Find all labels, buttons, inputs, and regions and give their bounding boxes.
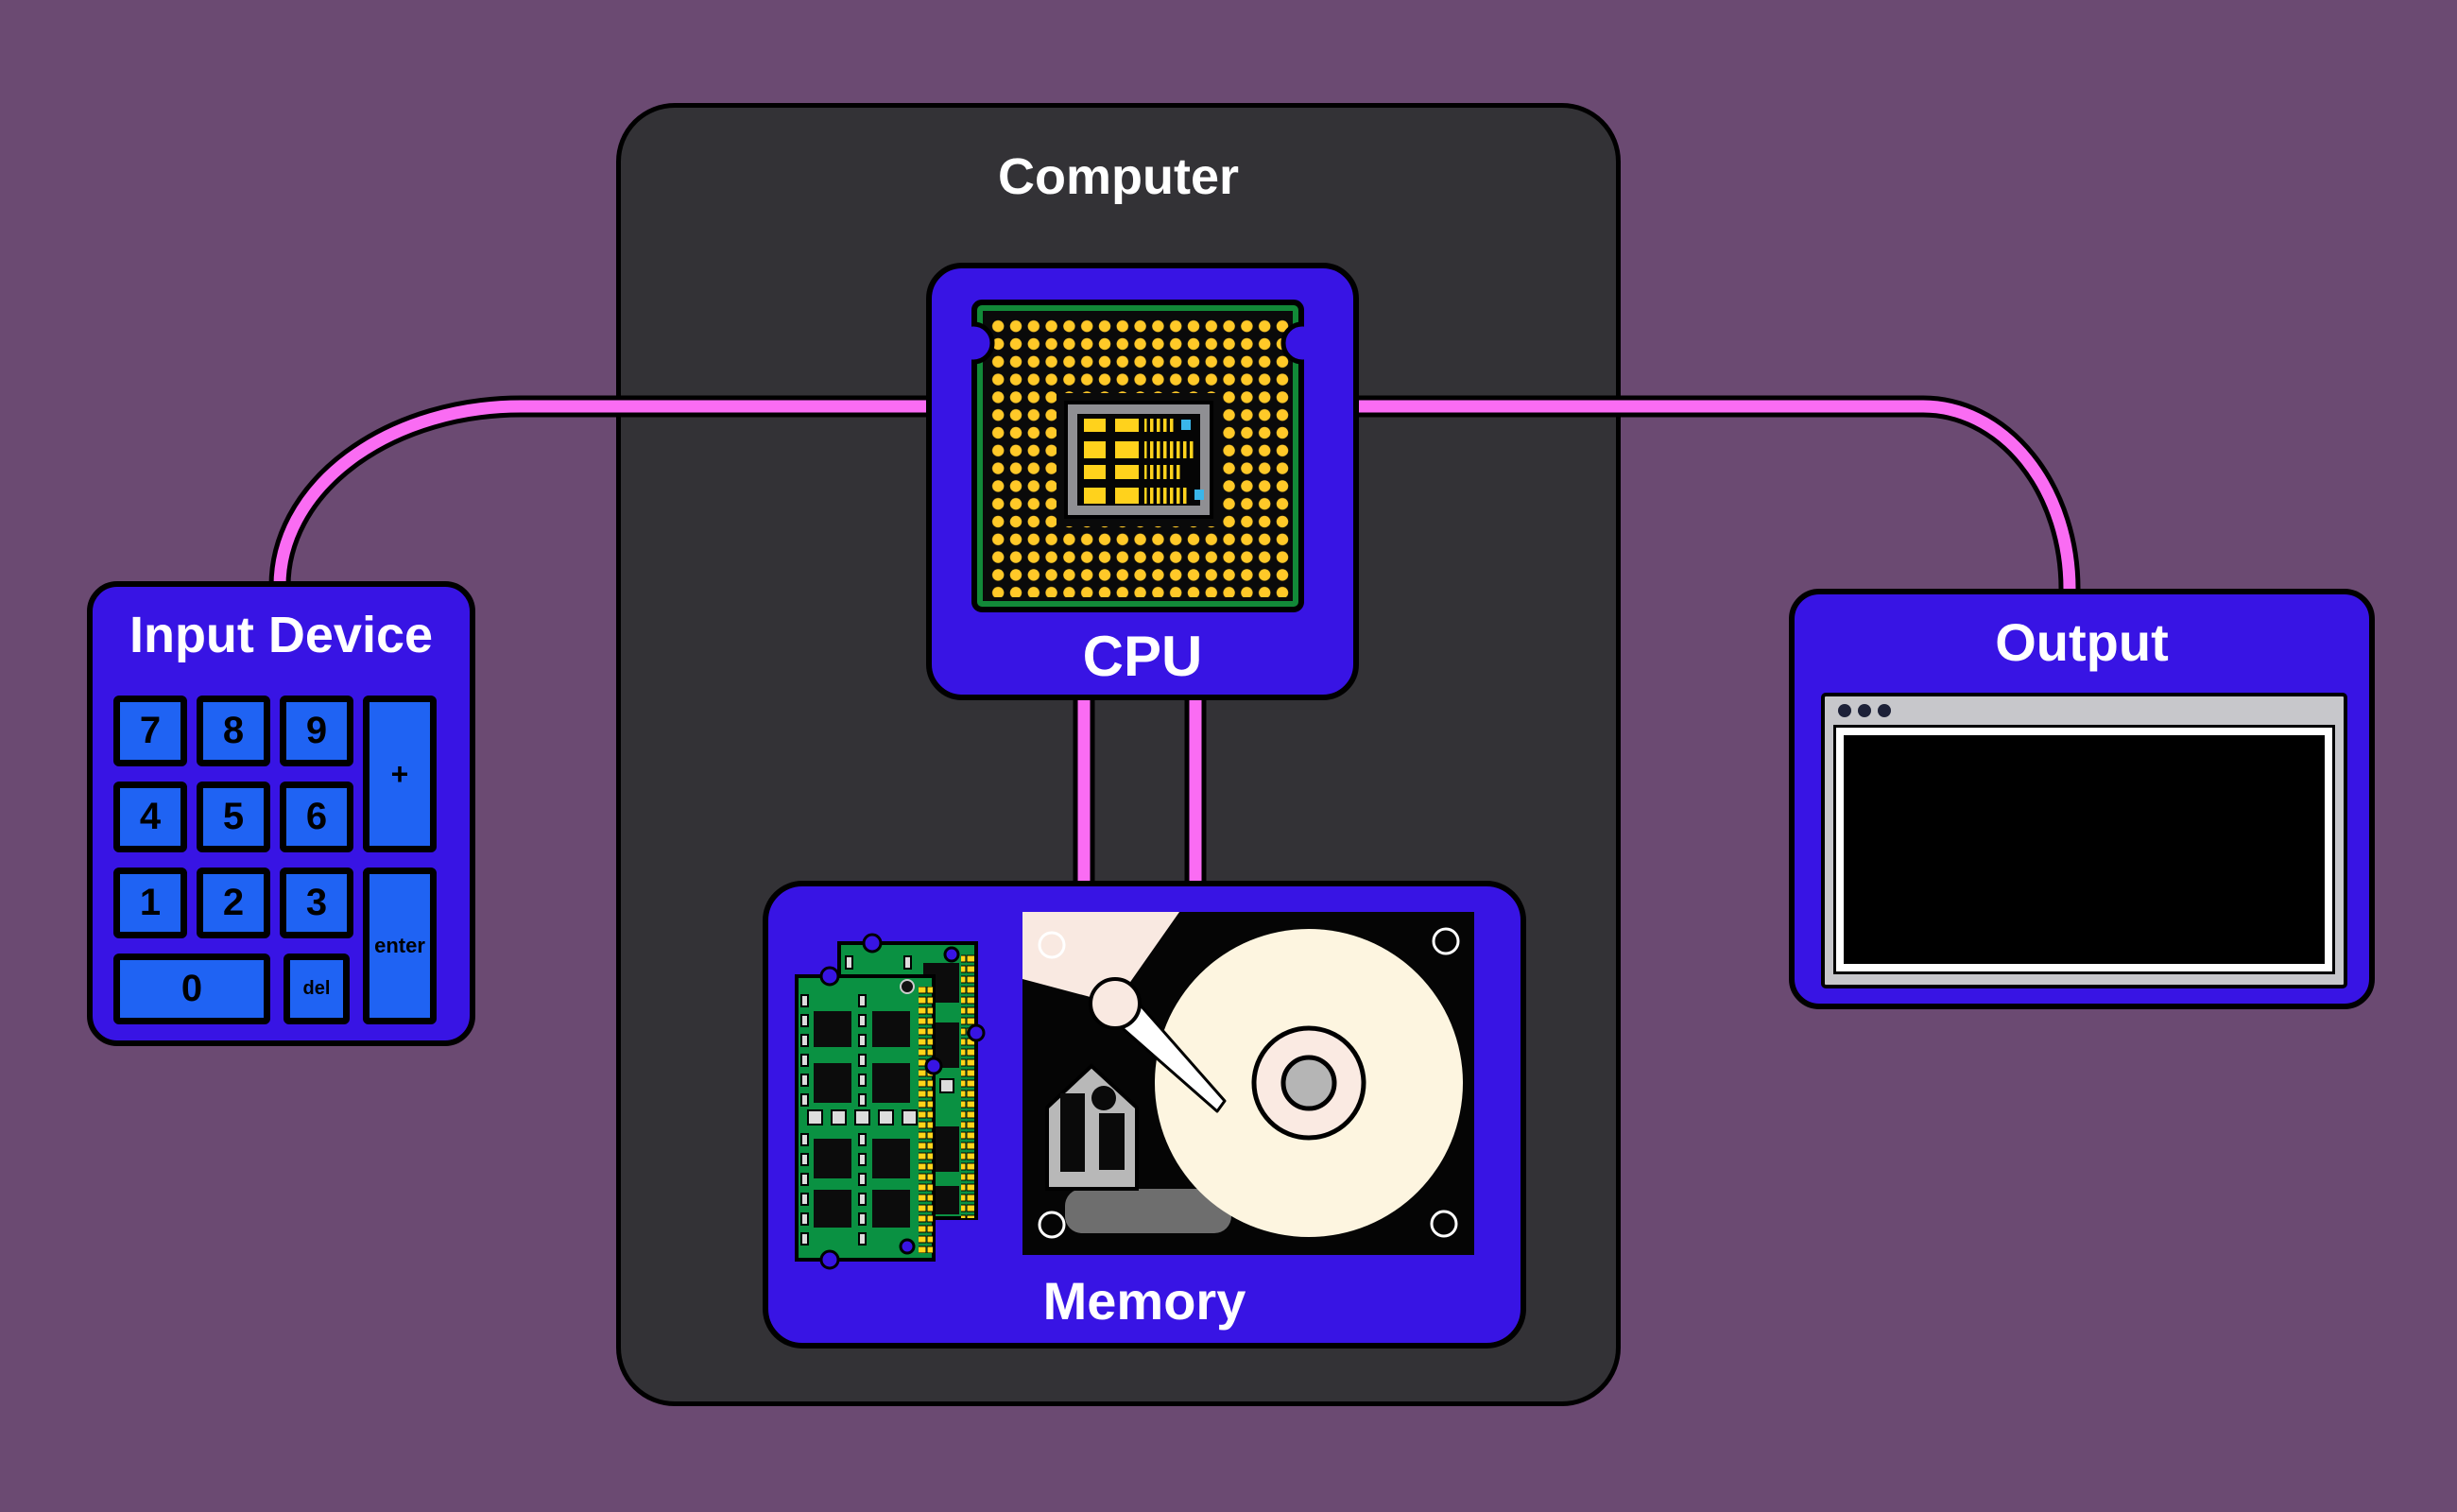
- wire-cpu-to-input: [268, 395, 931, 614]
- key-6: 6: [280, 782, 353, 852]
- computer-title: Computer: [998, 148, 1239, 205]
- cpu-label: CPU: [1082, 625, 1203, 688]
- key-plus: +: [363, 696, 437, 852]
- cpu-node: CPU: [926, 263, 1359, 700]
- window-control-dot: [1878, 704, 1891, 717]
- key-7: 7: [113, 696, 187, 766]
- key-5: 5: [197, 782, 270, 852]
- output-title: Output: [1995, 612, 2169, 672]
- window-control-dot: [1858, 704, 1871, 717]
- monitor-titlebar: [1825, 696, 2344, 725]
- ram-stick-front: [795, 966, 943, 1270]
- output-node: Output: [1789, 589, 2375, 1009]
- key-del: del: [284, 954, 350, 1024]
- memory-label: Memory: [1042, 1271, 1246, 1331]
- key-3: 3: [280, 868, 353, 938]
- input-device-title: Input Device: [129, 607, 434, 663]
- monitor-frame: [1833, 725, 2335, 974]
- key-0: 0: [113, 954, 270, 1024]
- key-4: 4: [113, 782, 187, 852]
- key-2: 2: [197, 868, 270, 938]
- ram-sticks-icon: [795, 933, 986, 1270]
- hard-drive-icon: [1022, 912, 1474, 1255]
- key-enter: enter: [363, 868, 437, 1024]
- memory-node: Memory: [763, 881, 1526, 1349]
- key-9: 9: [280, 696, 353, 766]
- window-control-dot: [1838, 704, 1851, 717]
- numeric-keypad: 7 8 9 + 4 5 6 1 2 3 enter 0 del: [113, 696, 437, 1024]
- monitor-icon: [1821, 693, 2347, 988]
- input-device-node: Input Device 7 8 9 + 4 5 6 1 2 3 enter 0…: [87, 581, 475, 1046]
- key-8: 8: [197, 696, 270, 766]
- monitor-screen: [1844, 735, 2325, 964]
- key-1: 1: [113, 868, 187, 938]
- wire-cpu-to-output: [1354, 395, 2081, 616]
- cpu-chip-icon: [971, 300, 1304, 612]
